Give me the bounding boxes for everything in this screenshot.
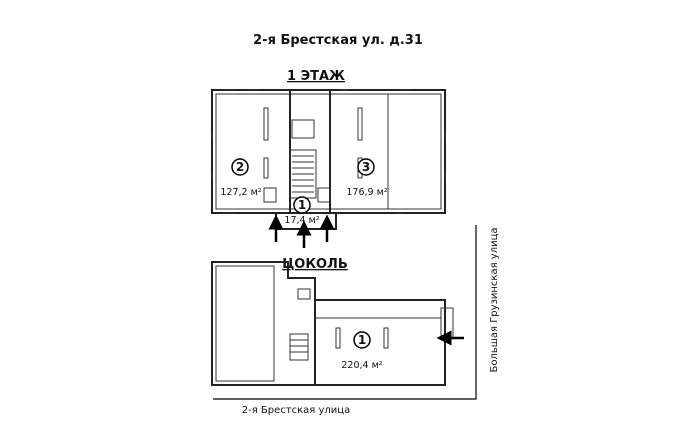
room-2-marker: 2 [231,158,249,176]
room-1-first-floor-marker: 1 [293,196,311,214]
room-3-marker: 3 [357,158,375,176]
street-right-label: Большая Грузинская улица [489,227,500,372]
first-floor-plan [211,89,446,230]
basement-label: ЦОКОЛЬ [282,257,348,272]
room-3-area: 176,9 м² [346,187,387,198]
room-1-first-floor-area: 17,4 м² [284,215,319,226]
first-floor-label: 1 ЭТАЖ [287,69,345,84]
page-title: 2-я Брестская ул. д.31 [253,33,423,48]
room-1-basement-area: 220,4 м² [341,360,382,371]
entrance-arrows [268,214,335,248]
street-bottom-label: 2-я Брестская улица [242,405,350,416]
svg-text:2: 2 [236,160,244,174]
svg-text:1: 1 [298,198,306,212]
room-1-basement-marker: 1 [353,331,371,349]
street-corner-line [213,225,477,400]
svg-text:3: 3 [362,160,370,174]
room-2-area: 127,2 м² [220,187,261,198]
basement-plan [211,261,454,386]
svg-text:1: 1 [358,333,366,347]
